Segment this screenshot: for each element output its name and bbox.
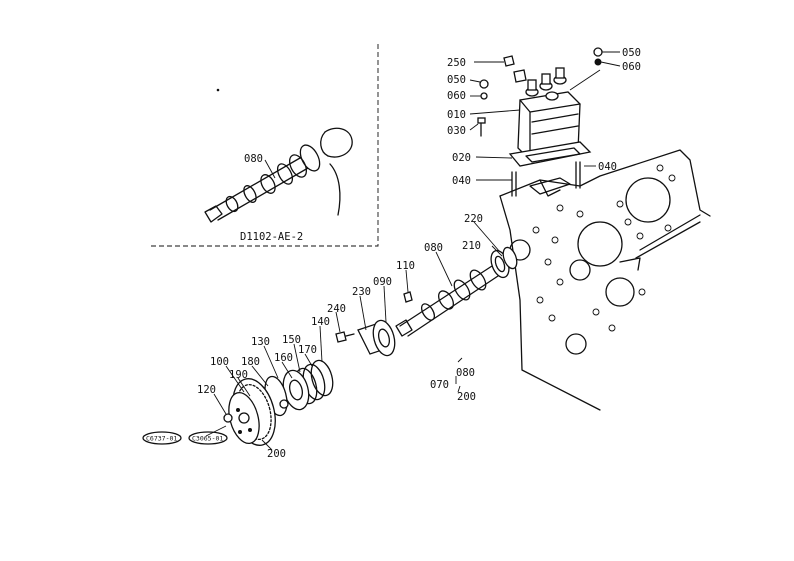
label-040-right: 040 <box>598 161 617 173</box>
label-110: 110 <box>396 260 415 272</box>
label-060-right: 060 <box>622 61 641 73</box>
reference-badges: C6737-01 C3065-01 <box>142 431 228 445</box>
label-190: 190 <box>229 369 248 381</box>
label-130: 130 <box>251 336 270 348</box>
label-060-left: 060 <box>447 90 466 102</box>
label-040-left: 040 <box>452 175 471 187</box>
governor-gear-group <box>223 359 334 446</box>
label-170: 170 <box>298 344 317 356</box>
label-120: 120 <box>197 384 216 396</box>
label-250: 250 <box>447 57 466 69</box>
label-160: 160 <box>274 352 293 364</box>
badge-left: C6737-01 <box>146 435 177 443</box>
label-070: 070 <box>430 379 449 391</box>
label-050-left: 050 <box>447 74 466 86</box>
label-220: 220 <box>464 213 483 225</box>
label-210: 210 <box>462 240 481 252</box>
label-020: 020 <box>452 152 471 164</box>
label-150: 150 <box>282 334 301 346</box>
leader-lines <box>205 51 621 451</box>
inset-part-label: 080 <box>244 153 263 165</box>
label-140: 140 <box>311 316 330 328</box>
label-100: 100 <box>210 356 229 368</box>
engine-block <box>499 149 711 411</box>
inset-panel: 080 D1102-AE-2 <box>148 44 379 247</box>
injection-pump-group <box>477 47 603 197</box>
label-030: 030 <box>447 125 466 137</box>
label-080: 080 <box>424 242 443 254</box>
label-200: 200 <box>267 448 286 460</box>
badge-right: C3065-01 <box>192 435 223 443</box>
label-200-group: 200 <box>457 391 476 403</box>
inset-caption: D1102-AE-2 <box>240 231 303 243</box>
part-labels: 250 050 060 010 030 020 040 040 050 060 … <box>197 47 641 460</box>
label-090: 090 <box>373 276 392 288</box>
label-240: 240 <box>327 303 346 315</box>
label-180: 180 <box>241 356 260 368</box>
camshaft-group <box>335 246 518 357</box>
block-bolt-holes <box>532 164 676 332</box>
label-010: 010 <box>447 109 466 121</box>
label-230: 230 <box>352 286 371 298</box>
label-050-right: 050 <box>622 47 641 59</box>
label-080-group: 080 <box>456 367 475 379</box>
